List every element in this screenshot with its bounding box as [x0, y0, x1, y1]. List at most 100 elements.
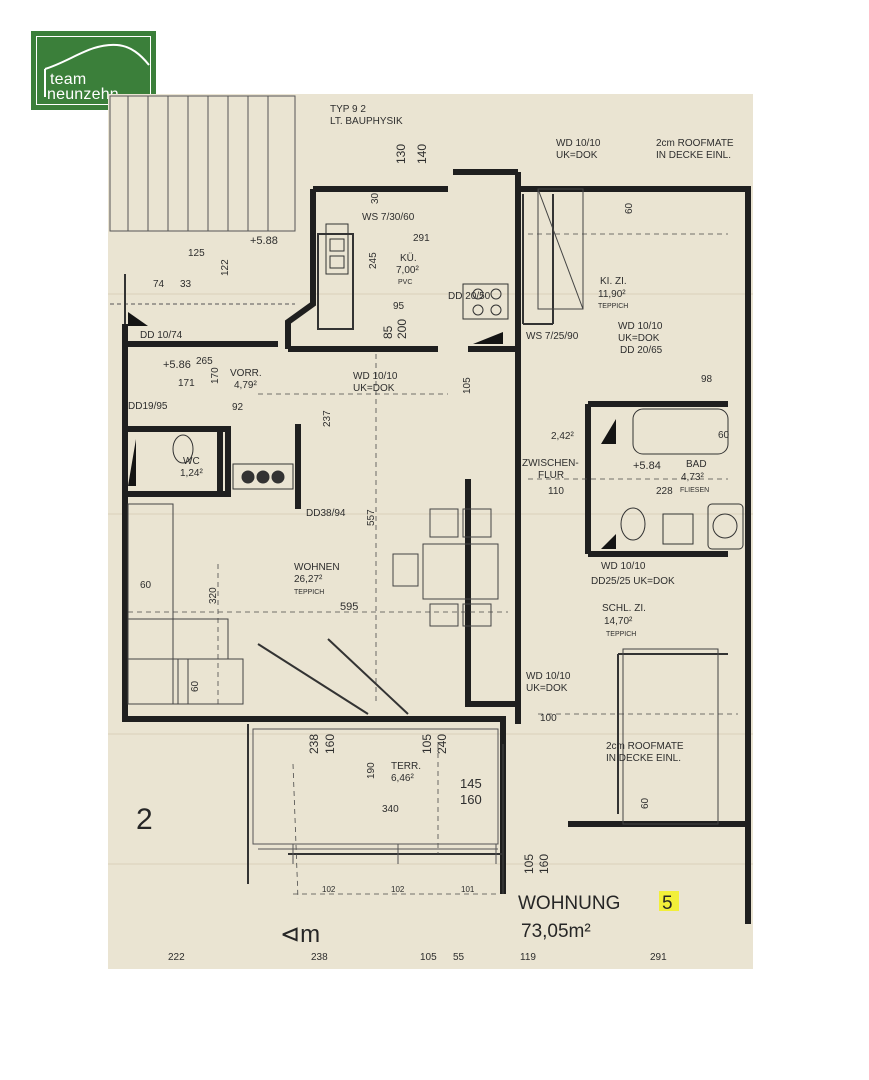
bottom-dim-label: 105	[420, 952, 437, 963]
floor-plan-labels: TYP 9 2 LT. BAUPHYSIK WD 10/10 UK=DOK 2c…	[128, 104, 734, 963]
note-roof-top-1: 2cm ROOFMATE	[656, 138, 734, 149]
note-dd-entry: DD 10/74	[140, 330, 183, 341]
note-ws-room: WS 7/25/90	[526, 331, 579, 342]
dim-60c: 60	[190, 680, 201, 692]
dim-595: 595	[340, 601, 358, 613]
logo-text-team: team	[50, 71, 87, 88]
dimension-lines	[128, 233, 738, 900]
room-wohnen-floor: TEPPICH	[294, 589, 324, 596]
staircase-number: 2	[136, 803, 153, 836]
dim-171: 171	[178, 378, 195, 389]
dim-101: 101	[461, 885, 475, 894]
dim-240: 240	[435, 734, 449, 754]
room-kueche-name: KÜ.	[400, 252, 417, 264]
dim-200a: 200	[395, 319, 409, 339]
room-kueche-area: 7,00²	[396, 265, 419, 276]
wc-fixtures	[172, 434, 294, 490]
bottom-dim-label: 119	[520, 952, 536, 963]
note-bauphysik: LT. BAUPHYSIK	[330, 116, 403, 127]
dim-102a: 102	[322, 885, 336, 894]
dim-33: 33	[180, 279, 192, 290]
note-roof-bot-1: 2cm ROOFMATE	[606, 741, 684, 752]
furniture	[127, 188, 719, 825]
note-uk-vorr: UK=DOK	[353, 383, 395, 394]
room-zwfl-name2: FLUR	[538, 470, 564, 481]
note-dd-ki: DD 20/65	[620, 345, 663, 356]
note-wd-vorr: WD 10/10	[353, 371, 398, 382]
note-roof-bot-2: IN DECKE EINL.	[606, 753, 681, 764]
unit-area: 73,05m²	[521, 921, 591, 942]
dim-105b: 105	[420, 734, 434, 754]
dim-30: 30	[370, 192, 381, 204]
thin-walls	[124, 194, 728, 894]
room-bad-area: 4,73²	[681, 472, 704, 483]
dim-130: 130	[394, 144, 408, 164]
terrace	[252, 728, 499, 864]
level-vorraum: +5.86	[163, 359, 191, 371]
dim-110: 110	[548, 486, 564, 497]
level-stair: +5.88	[250, 235, 278, 247]
room-zwfl-name1: ZWISCHEN-	[522, 458, 579, 469]
note-uk-ki: UK=DOK	[618, 333, 660, 344]
note-uk-terr: UK=DOK	[526, 683, 568, 694]
room-schl-area: 14,70²	[604, 616, 633, 627]
dim-74: 74	[153, 279, 165, 290]
room-vorr-area: 4,79²	[234, 380, 257, 391]
note-wd-top: WD 10/10	[556, 138, 601, 149]
bottom-dim-label: 222	[168, 952, 185, 963]
note-dd-kitchen: DD 20/50	[448, 291, 491, 302]
note-roof-top-2: IN DECKE EINL.	[656, 150, 731, 161]
dim-85a: 85	[381, 325, 395, 339]
dim-557: 557	[366, 509, 377, 526]
level-bad: +5.84	[633, 460, 661, 472]
note-dd-1995: DD19/95	[128, 401, 168, 412]
dim-190: 190	[366, 762, 377, 779]
dim-340: 340	[382, 804, 399, 815]
unit-number-highlight	[659, 891, 679, 911]
dim-100: 100	[540, 713, 557, 724]
dim-291: 291	[413, 233, 430, 244]
note-wd-terr: WD 10/10	[526, 671, 571, 682]
dim-320: 320	[208, 587, 219, 604]
note-dd-3894: DD38/94	[306, 508, 346, 519]
kitchen-counter	[325, 223, 509, 320]
dim-145: 145	[460, 776, 482, 791]
note-wd-schl: WD 10/10	[601, 561, 646, 572]
room-wohnen-area: 26,27²	[294, 574, 323, 585]
dim-102b: 102	[391, 885, 405, 894]
dim-160c: 160	[537, 854, 551, 874]
room-ki-area: 11,90²	[598, 289, 626, 300]
note-wd-ki: WD 10/10	[618, 321, 663, 332]
room-schl-floor: TEPPICH	[606, 631, 636, 638]
staircase	[109, 95, 296, 305]
room-wc-name: WC	[183, 456, 200, 467]
room-vorr-name: VORR.	[230, 368, 262, 379]
dim-105: 105	[462, 377, 473, 394]
note-ws-kitchen: WS 7/30/60	[362, 212, 415, 223]
room-schl-name: SCHL. ZI.	[602, 603, 646, 614]
dim-60d: 60	[718, 430, 730, 441]
bath-fixtures	[620, 408, 744, 550]
dim-170: 170	[210, 367, 221, 384]
room-bad-floor: FLIESEN	[680, 487, 709, 494]
dim-265: 265	[196, 356, 213, 367]
dim-140: 140	[415, 144, 429, 164]
floor-plan-drawing	[108, 95, 753, 924]
company-logo: team neunzehn	[31, 31, 156, 110]
room-kueche-floor: PVC	[398, 279, 412, 286]
dim-160: 160	[323, 734, 337, 754]
dim-105c: 105	[522, 854, 536, 874]
dim-92: 92	[232, 402, 244, 413]
dim-95k: 95	[393, 301, 405, 312]
dim-245: 245	[368, 252, 379, 269]
dim-237: 237	[322, 410, 333, 427]
section-mark: ⊲m	[280, 921, 320, 948]
dim-98: 98	[701, 374, 713, 385]
logo-text-neunzehn: neunzehn	[47, 86, 119, 103]
dim-122: 122	[220, 259, 231, 276]
bottom-dim-label: 55	[453, 952, 465, 963]
note-dd-schl: DD25/25 UK=DOK	[591, 576, 675, 587]
bottom-dim-label: 238	[311, 952, 328, 963]
room-zwfl-area: 2,42²	[551, 431, 574, 442]
unit-number: 5	[662, 893, 673, 914]
